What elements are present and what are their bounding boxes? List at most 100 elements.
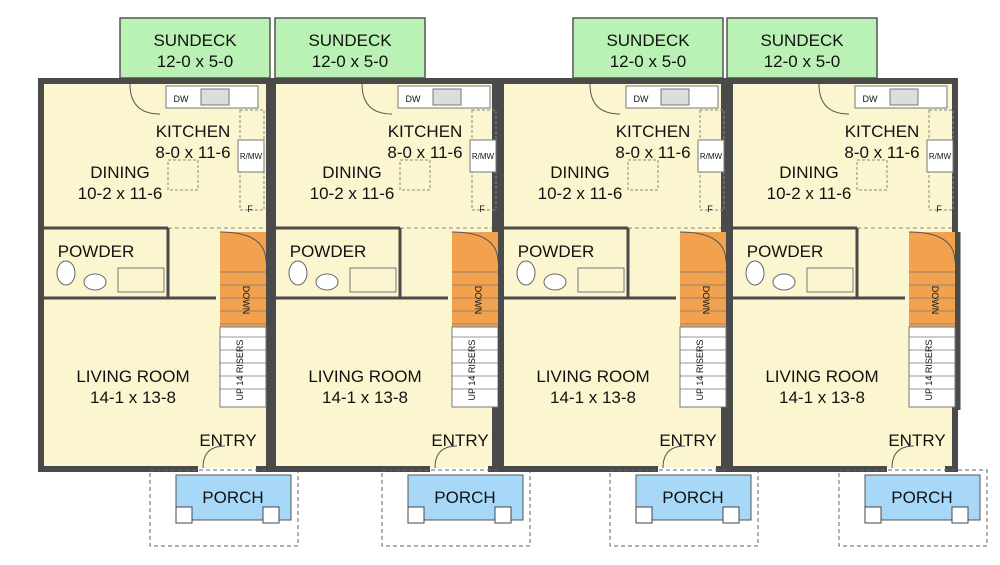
porch-outline (609, 469, 759, 547)
range-microwave-label: R/MW (472, 152, 495, 161)
entry-label: ENTRY (888, 431, 945, 450)
closet (577, 267, 625, 293)
porch-column (722, 506, 740, 524)
porch-outline (381, 469, 531, 547)
rear-wall (727, 78, 958, 84)
sundeck (119, 17, 271, 79)
range-microwave-label: R/MW (700, 152, 723, 161)
sink (660, 88, 690, 106)
front-wall-right (716, 466, 727, 472)
stair-door-swing (219, 231, 267, 263)
stair-door-swing (908, 231, 956, 263)
entry-label: ENTRY (431, 431, 488, 450)
range (926, 139, 954, 173)
party-wall-left (38, 78, 44, 472)
stair-down-label: DOWN (701, 286, 711, 315)
kitchen-size: 8-0 x 11-6 (155, 143, 230, 162)
sundeck-size: 12-0 x 5-0 (764, 52, 841, 71)
sink (432, 88, 462, 106)
living-room-size: 14-1 x 13-8 (322, 388, 408, 407)
kitchen-island (167, 159, 199, 191)
kitchen-label: KITCHEN (845, 122, 920, 141)
rear-wall (270, 78, 498, 84)
range (469, 139, 497, 173)
toilet (288, 260, 308, 286)
porch (635, 474, 752, 521)
kitchen-size: 8-0 x 11-6 (387, 143, 462, 162)
dishwasher-label: DW (863, 94, 878, 104)
sundeck-label: SUNDECK (760, 31, 844, 50)
dining-size: 10-2 x 11-6 (78, 184, 163, 203)
front-wall-right (488, 466, 498, 472)
stair-up (679, 326, 727, 408)
toilet (56, 260, 76, 286)
stair-risers-label: UP 14 RISERS (235, 340, 245, 401)
range (237, 139, 265, 173)
kitchen-label: KITCHEN (156, 122, 231, 141)
kitchen-island (399, 159, 431, 191)
front-wall-left (270, 466, 430, 472)
stair-down-label: DOWN (930, 286, 940, 315)
dishwasher-label: DW (406, 94, 421, 104)
sundeck-size: 12-0 x 5-0 (312, 52, 389, 71)
sundeck-label: SUNDECK (606, 31, 690, 50)
fridge-label: F (707, 204, 713, 214)
range (697, 139, 725, 173)
front-wall-left (38, 466, 198, 472)
dining-label: DINING (779, 163, 839, 182)
porch-column (951, 506, 969, 524)
closet (349, 267, 397, 293)
dishwasher-label: DW (634, 94, 649, 104)
sundeck-label: SUNDECK (153, 31, 237, 50)
porch-column (494, 506, 512, 524)
party-wall-left (727, 78, 733, 472)
front-wall-right (945, 466, 958, 472)
porch-outline (838, 469, 988, 547)
living-room-label: LIVING ROOM (765, 367, 878, 386)
fridge-label: F (247, 204, 253, 214)
sundeck-size: 12-0 x 5-0 (157, 52, 234, 71)
sink (200, 88, 230, 106)
kitchen-label: KITCHEN (616, 122, 691, 141)
porch-label: PORCH (434, 488, 495, 507)
closet (117, 267, 165, 293)
rear-door-swing (129, 83, 161, 115)
dining-size: 10-2 x 11-6 (310, 184, 395, 203)
fridge-label: F (479, 204, 485, 214)
stair-up (219, 326, 267, 408)
stair-risers-label: UP 14 RISERS (467, 340, 477, 401)
powder-label: POWDER (290, 242, 367, 261)
entry-door-swing (434, 445, 458, 469)
entry-door-swing (202, 445, 226, 469)
dining-size: 10-2 x 11-6 (767, 184, 852, 203)
stair-risers-label: UP 14 RISERS (924, 340, 934, 401)
stair-door-swing (679, 231, 727, 263)
stair-down-label: DOWN (473, 286, 483, 315)
party-wall-left (498, 78, 504, 472)
sink (889, 88, 919, 106)
rear-door-swing (361, 83, 393, 115)
powder-label: POWDER (518, 242, 595, 261)
entry-door-swing (662, 445, 686, 469)
powder-label: POWDER (747, 242, 824, 261)
lavatory (772, 273, 796, 291)
closet (806, 267, 854, 293)
entry-label: ENTRY (199, 431, 256, 450)
powder-label: POWDER (58, 242, 135, 261)
front-wall-left (498, 466, 658, 472)
lavatory (315, 273, 339, 291)
porch-column (262, 506, 280, 524)
porch-label: PORCH (662, 488, 723, 507)
dining-label: DINING (550, 163, 610, 182)
kitchen-island (856, 159, 888, 191)
fridge-label: F (936, 204, 942, 214)
dining-size: 10-2 x 11-6 (538, 184, 623, 203)
sundeck-label: SUNDECK (308, 31, 392, 50)
living-room-size: 14-1 x 13-8 (779, 388, 865, 407)
entry-door-swing (891, 445, 915, 469)
